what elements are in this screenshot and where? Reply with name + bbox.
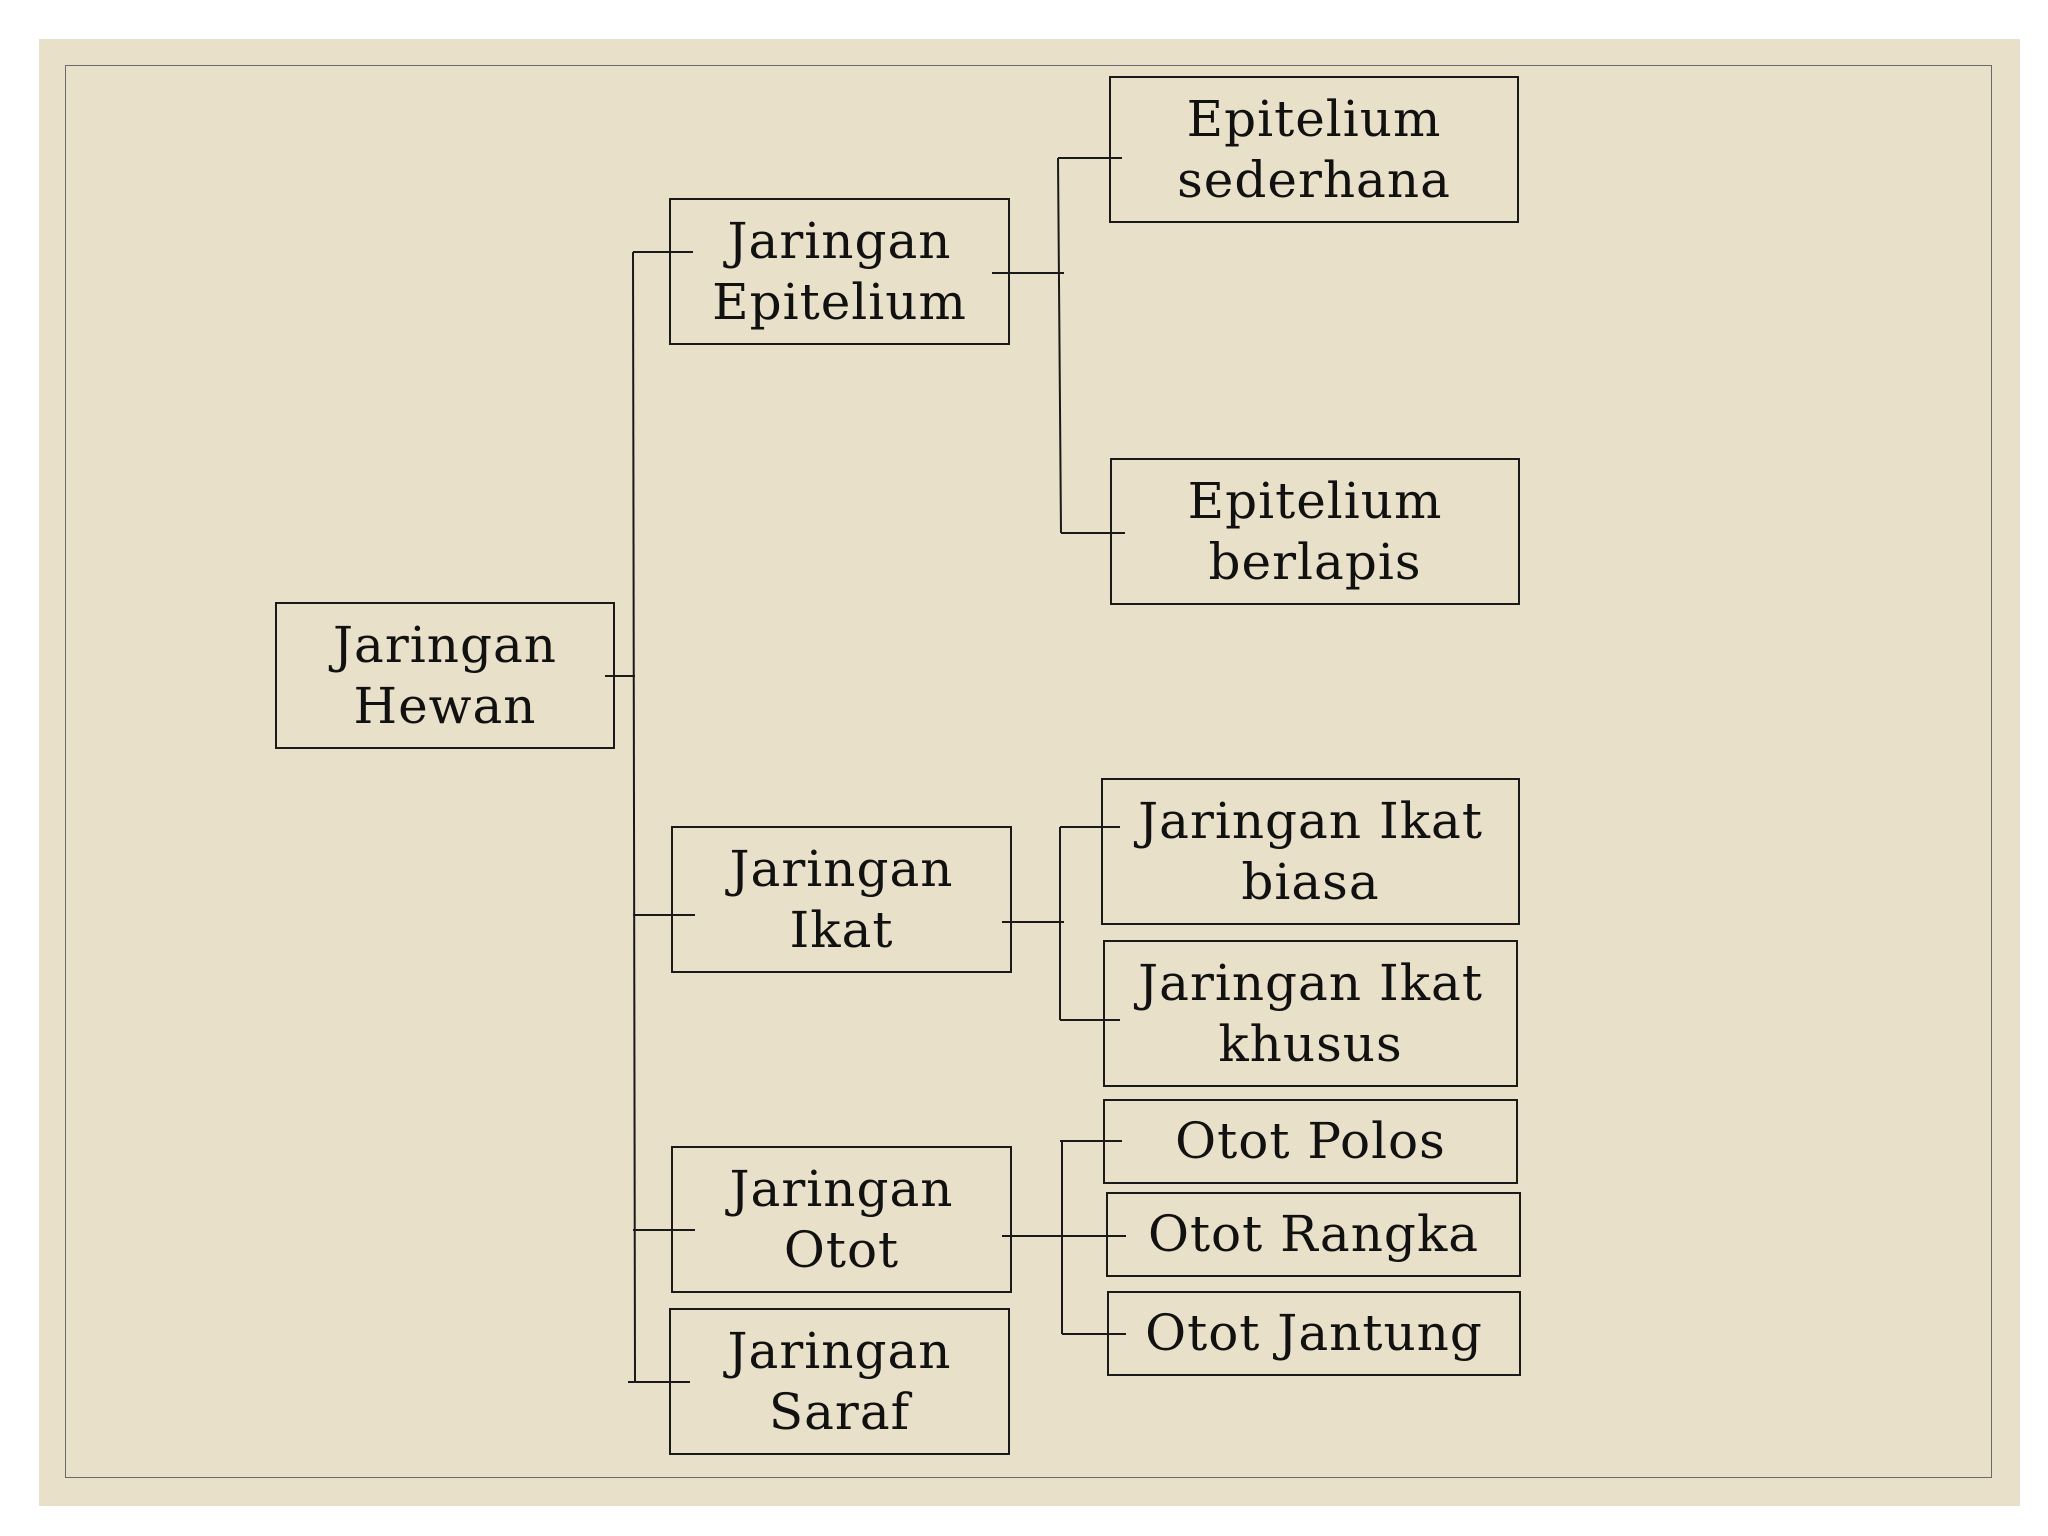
slide-frame xyxy=(65,65,1992,1478)
connector-main-trunk xyxy=(632,251,636,1383)
slide-background xyxy=(39,39,2020,1506)
node-jaringan-hewan: Jaringan Hewan xyxy=(275,602,615,749)
node-jaringan-saraf: Jaringan Saraf xyxy=(669,1308,1010,1455)
node-jaringan-otot: Jaringan Otot xyxy=(671,1146,1012,1293)
node-epitelium-sederhana: Epitelium sederhana xyxy=(1109,76,1519,223)
node-epitelium-berlapis: Epitelium berlapis xyxy=(1110,458,1520,605)
node-jaringan-ikat-khusus: Jaringan Ikat khusus xyxy=(1103,940,1518,1087)
node-otot-rangka: Otot Rangka xyxy=(1106,1192,1521,1277)
node-otot-jantung: Otot Jantung xyxy=(1107,1291,1521,1376)
node-jaringan-epitelium: Jaringan Epitelium xyxy=(669,198,1010,345)
connector-epitelium-trunk xyxy=(1057,157,1062,534)
node-jaringan-ikat-biasa: Jaringan Ikat biasa xyxy=(1101,778,1520,925)
node-jaringan-ikat: Jaringan Ikat xyxy=(671,826,1012,973)
node-otot-polos: Otot Polos xyxy=(1103,1099,1518,1184)
